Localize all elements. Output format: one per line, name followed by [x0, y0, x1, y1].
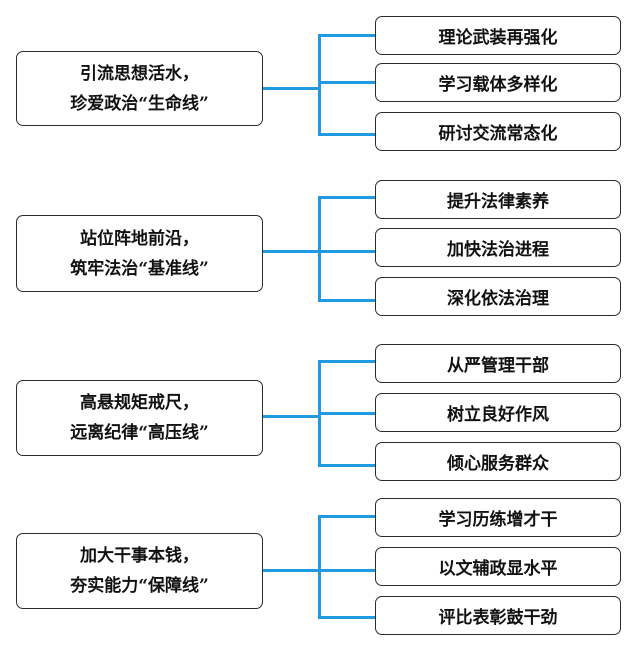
group-1-title-line1: 引流思想活水，: [80, 63, 199, 84]
group-2-branch-3: [318, 299, 375, 302]
group-4-branch-1: [318, 515, 375, 518]
group-3-branch-2: [318, 412, 375, 415]
group-4-item-1: 学习历练增才干: [375, 498, 621, 537]
group-4-item-2: 以文辅政显水平: [375, 547, 621, 586]
group-1-trunk: [318, 34, 321, 136]
group-2-item-3-label: 深化依法治理: [447, 289, 549, 309]
group-2-title-line1: 站位阵地前沿，: [80, 228, 199, 249]
group-3-item-3-label: 倾心服务群众: [447, 454, 549, 474]
group-2-item-3: 深化依法治理: [375, 277, 621, 316]
group-3-branch-3: [318, 464, 375, 467]
group-1-item-3: 研讨交流常态化: [375, 112, 621, 151]
group-4-item-1-label: 学习历练增才干: [438, 510, 558, 530]
group-1-branch-3: [318, 133, 375, 136]
group-1-item-2-label: 学习载体多样化: [438, 75, 558, 95]
group-2-item-2: 加快法治进程: [375, 228, 621, 267]
group-4-item-3-label: 评比表彰鼓干劲: [438, 608, 558, 628]
group-3-stem: [263, 415, 319, 418]
group-1-branch-1: [318, 34, 375, 37]
group-2-title-box: 站位阵地前沿， 筑牢法治“基准线”: [16, 215, 263, 292]
group-4-stem: [263, 569, 319, 572]
group-3-title-line1: 高悬规矩戒尺，: [80, 393, 199, 413]
group-2-title-line2: 筑牢法治“基准线”: [70, 258, 209, 279]
group-2-trunk: [318, 196, 321, 302]
group-1-title-box: 引流思想活水， 珍爱政治“生命线”: [16, 51, 263, 126]
group-3-title-line2: 远离纪律“高压线”: [70, 423, 209, 443]
group-1-item-2: 学习载体多样化: [375, 63, 621, 102]
group-3-item-1-label: 从严管理干部: [447, 356, 549, 376]
group-4-title-line2: 夯实能力“保障线”: [70, 576, 209, 596]
group-4-title-line1: 加大干事本钱，: [80, 546, 199, 566]
group-1-item-3-label: 研讨交流常态化: [438, 124, 558, 144]
group-2-branch-1: [318, 196, 375, 199]
group-3-item-1: 从严管理干部: [375, 344, 621, 383]
group-2-item-1: 提升法律素养: [375, 180, 621, 219]
group-1-item-1: 理论武装再强化: [375, 16, 621, 55]
group-4-branch-3: [318, 616, 375, 619]
group-2-branch-2: [318, 250, 375, 253]
group-3-item-3: 倾心服务群众: [375, 442, 621, 481]
group-3-branch-1: [318, 360, 375, 363]
group-4-trunk: [318, 515, 321, 619]
group-4-branch-2: [318, 569, 375, 572]
group-4-item-3: 评比表彰鼓干劲: [375, 596, 621, 635]
group-2-stem: [263, 250, 319, 253]
group-1-title-line2: 珍爱政治“生命线”: [70, 93, 209, 114]
group-1-item-1-label: 理论武装再强化: [438, 28, 558, 48]
group-3-title-box: 高悬规矩戒尺， 远离纪律“高压线”: [16, 380, 263, 456]
group-1-stem: [263, 87, 319, 90]
group-3-item-2-label: 树立良好作风: [447, 405, 549, 425]
group-3-item-2: 树立良好作风: [375, 393, 621, 432]
group-2-item-1-label: 提升法律素养: [447, 192, 549, 212]
group-1-branch-2: [318, 81, 375, 84]
group-4-item-2-label: 以文辅政显水平: [438, 559, 558, 579]
group-4-title-box: 加大干事本钱， 夯实能力“保障线”: [16, 533, 263, 609]
group-2-item-2-label: 加快法治进程: [447, 240, 549, 260]
